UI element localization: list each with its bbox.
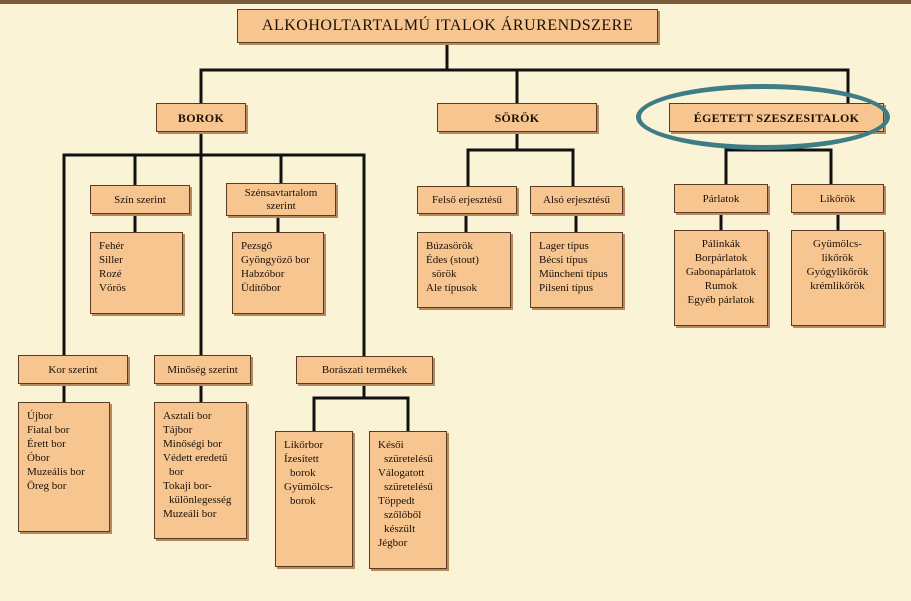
list-item: Késői bbox=[378, 439, 404, 451]
list-item: szüretelésű bbox=[384, 481, 433, 493]
list-item: borok bbox=[290, 467, 316, 479]
diagram-title: ALKOHOLTARTALMÚ ITALOK ÁRURENDSZERE bbox=[237, 9, 658, 43]
subgroup-minoseg-szerint: Minőség szerint bbox=[154, 355, 251, 384]
list-item: Gyümölcs- bbox=[284, 481, 333, 493]
list-item: Érett bor bbox=[27, 438, 66, 450]
list-item: borok bbox=[290, 495, 316, 507]
list-item: Búzasörök bbox=[426, 240, 474, 252]
list-minoseg-szerint: Asztali bor Tájbor Minőségi bor Védett e… bbox=[154, 402, 247, 539]
category-sorok: SÖRÖK bbox=[437, 103, 597, 132]
list-likorok: Gyümölcs- likőrök Gyógylikőrök krémlikőr… bbox=[791, 230, 884, 326]
subgroup-likorok: Likőrök bbox=[791, 184, 884, 213]
list-also-erjesztesu: Lager típus Bécsi típus Müncheni típus P… bbox=[530, 232, 623, 308]
category-borok-label: BOROK bbox=[177, 110, 225, 125]
list-item: Egyéb párlatok bbox=[687, 294, 755, 306]
list-item: Védett eredetű bbox=[163, 452, 228, 464]
subgroup-also-erjesztesu-label: Alsó erjesztésű bbox=[543, 194, 610, 206]
list-item: Müncheni típus bbox=[539, 268, 608, 280]
list-item: krémlikőrök bbox=[810, 280, 865, 292]
list-item: Habzóbor bbox=[241, 268, 285, 280]
list-item: Válogatott bbox=[378, 467, 425, 479]
list-item: Gyógylikőrök bbox=[806, 266, 869, 278]
list-item: Ale típusok bbox=[426, 282, 478, 294]
list-item: különlegesség bbox=[169, 494, 232, 506]
list-item: Jégbor bbox=[378, 537, 408, 549]
list-item: Rozé bbox=[99, 268, 122, 280]
list-item: Újbor bbox=[27, 410, 53, 422]
subgroup-minoseg-szerint-label: Minőség szerint bbox=[167, 363, 238, 376]
list-item: sörök bbox=[432, 268, 457, 280]
subgroup-boraszati-termekek: Borászati termékek bbox=[296, 356, 433, 384]
list-item: Öreg bor bbox=[27, 480, 67, 492]
top-border bbox=[0, 0, 911, 4]
list-item: Vörös bbox=[99, 282, 126, 294]
list-boraszati-right: Késői szüretelésű Válogatott szüretelésű… bbox=[369, 431, 447, 569]
subgroup-szensavtartalom: Szénsavtartalom szerint bbox=[226, 183, 336, 216]
list-item: Likőrbor bbox=[284, 439, 324, 451]
list-item: Fiatal bor bbox=[27, 424, 70, 436]
list-item: Muzeáli bor bbox=[163, 508, 217, 520]
subgroup-felso-erjesztesu-label: Felső erjesztésű bbox=[432, 194, 502, 206]
list-item: szüretelésű bbox=[384, 453, 433, 465]
subgroup-szensavtartalom-line-2: szerint bbox=[266, 199, 296, 212]
list-item: készült bbox=[384, 523, 416, 535]
list-item: Óbor bbox=[27, 452, 50, 464]
list-item: Üdítőbor bbox=[241, 282, 281, 294]
list-item: Fehér bbox=[99, 240, 125, 252]
list-item: szőlőből bbox=[384, 509, 422, 521]
subgroup-also-erjesztesu: Alsó erjesztésű bbox=[530, 186, 623, 214]
list-item: Töppedt bbox=[378, 495, 415, 507]
list-item: Gabonapárlatok bbox=[685, 266, 757, 278]
list-item: Rumok bbox=[704, 280, 738, 292]
list-item: Muzeális bor bbox=[27, 466, 85, 478]
list-item: Siller bbox=[99, 254, 123, 266]
subgroup-parlatok-label: Párlatok bbox=[702, 192, 740, 205]
list-kor-szerint: Újbor Fiatal bor Érett bor Óbor Muzeális… bbox=[18, 402, 110, 532]
list-szensavtartalom: Pezsgő Gyöngyöző bor Habzóbor Üdítőbor bbox=[232, 232, 324, 314]
subgroup-boraszati-termekek-label: Borászati termékek bbox=[321, 364, 408, 376]
diagram-title-text: ALKOHOLTARTALMÚ ITALOK ÁRURENDSZERE bbox=[261, 17, 634, 34]
subgroup-szin-szerint-label: Szín szerint bbox=[114, 193, 166, 206]
list-item: Minőségi bor bbox=[163, 438, 222, 450]
list-item: Asztali bor bbox=[163, 410, 212, 422]
list-item: Tokaji bor- bbox=[163, 480, 212, 492]
list-parlatok: Pálinkák Borpárlatok Gabonapárlatok Rumo… bbox=[674, 230, 768, 326]
list-item: Gyöngyöző bor bbox=[241, 254, 310, 266]
category-sorok-label: SÖRÖK bbox=[494, 110, 540, 125]
subgroup-felso-erjesztesu: Felső erjesztésű bbox=[417, 186, 517, 214]
subgroup-kor-szerint-label: Kor szerint bbox=[48, 363, 98, 376]
subgroup-parlatok: Párlatok bbox=[674, 184, 768, 213]
subgroup-likorok-label: Likőrök bbox=[819, 192, 856, 205]
subgroup-szensavtartalom-line-1: Szénsavtartalom bbox=[244, 186, 318, 199]
list-item: Lager típus bbox=[539, 240, 589, 252]
category-borok: BOROK bbox=[156, 103, 246, 132]
list-item: likőrök bbox=[821, 252, 854, 264]
list-item: Ízesített bbox=[284, 453, 319, 465]
list-item: Pezsgő bbox=[241, 240, 273, 252]
subgroup-szin-szerint: Szín szerint bbox=[90, 185, 190, 214]
list-boraszati-left: Likőrbor Ízesített borok Gyümölcs- borok bbox=[275, 431, 353, 567]
list-item: Tájbor bbox=[163, 424, 193, 436]
list-item: Gyümölcs- bbox=[813, 238, 862, 250]
list-item: Édes (stout) bbox=[426, 254, 479, 266]
list-item: bor bbox=[169, 466, 184, 478]
list-item: Pálinkák bbox=[701, 238, 741, 250]
list-felso-erjesztesu: Búzasörök Édes (stout) sörök Ale típusok bbox=[417, 232, 511, 308]
list-item: Pilseni típus bbox=[539, 282, 594, 294]
highlight-ellipse bbox=[636, 84, 890, 150]
list-szin-szerint: Fehér Siller Rozé Vörös bbox=[90, 232, 183, 314]
subgroup-kor-szerint: Kor szerint bbox=[18, 355, 128, 384]
list-item: Bécsi típus bbox=[539, 254, 588, 266]
list-item: Borpárlatok bbox=[694, 252, 748, 264]
